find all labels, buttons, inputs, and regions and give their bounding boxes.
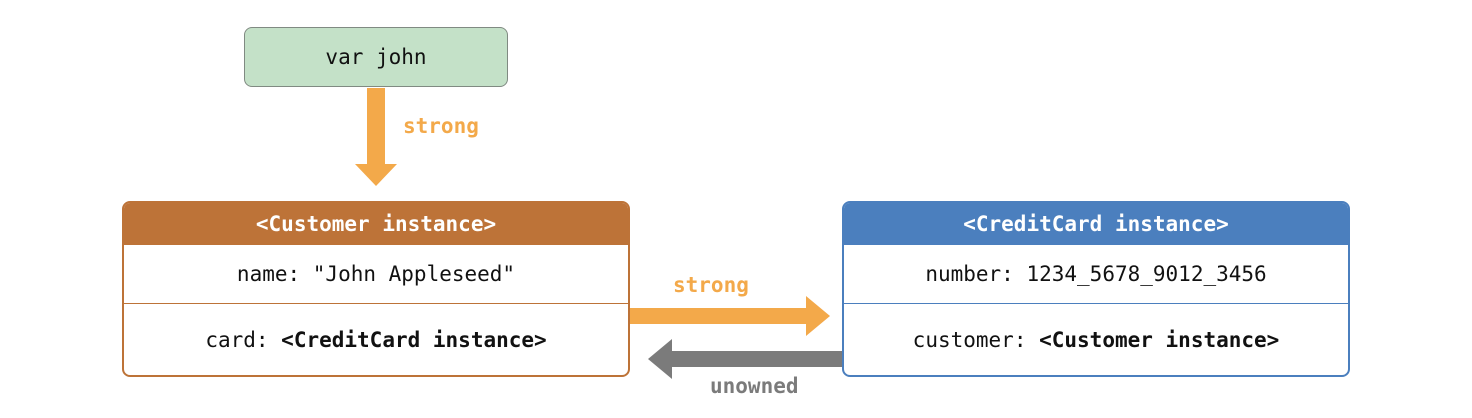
creditcard-number-key: number: xyxy=(925,262,1027,286)
customer-name-value: "John Appleseed" xyxy=(312,262,516,286)
customer-instance-header: <Customer instance> xyxy=(124,203,628,245)
customer-card-key: card: xyxy=(205,328,282,352)
var-john-box: var john xyxy=(244,27,508,87)
customer-name-row: name: "John Appleseed" xyxy=(124,245,628,304)
strong-arrow-down xyxy=(355,88,397,186)
customer-card-row: card: <CreditCard instance> xyxy=(124,304,628,375)
unowned-label: unowned xyxy=(710,374,799,398)
creditcard-number-row: number: 1234_5678_9012_3456 xyxy=(844,245,1348,304)
strong-label-vertical: strong xyxy=(403,114,479,138)
creditcard-customer-row: customer: <Customer instance> xyxy=(844,304,1348,375)
unowned-arrow-left xyxy=(648,339,842,379)
customer-card-value: <CreditCard instance> xyxy=(281,328,547,352)
creditcard-customer-key: customer: xyxy=(912,328,1040,352)
creditcard-instance-box: <CreditCard instance> number: 1234_5678_… xyxy=(842,201,1350,377)
var-john-label: var john xyxy=(325,45,427,69)
customer-instance-box: <Customer instance> name: "John Applesee… xyxy=(122,201,630,377)
creditcard-customer-value: <Customer instance> xyxy=(1039,328,1280,352)
strong-label-horizontal: strong xyxy=(673,273,749,297)
strong-arrow-right xyxy=(630,296,830,336)
customer-name-key: name: xyxy=(236,262,313,286)
creditcard-instance-header: <CreditCard instance> xyxy=(844,203,1348,245)
creditcard-number-value: 1234_5678_9012_3456 xyxy=(1026,262,1267,286)
